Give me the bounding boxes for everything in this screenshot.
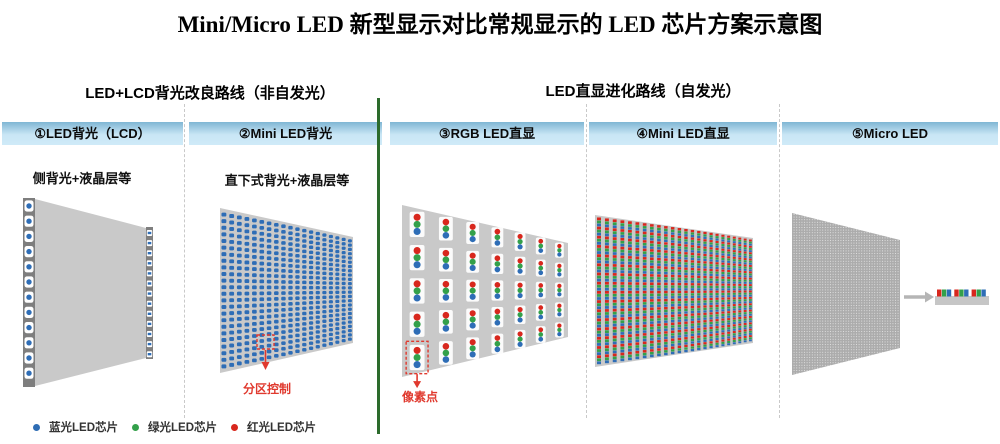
column-header-rgb-direct: ③RGB LED直显 <box>390 122 584 145</box>
legend-item-red: 红光LED芯片 <box>231 419 316 435</box>
pixel-highlight-box <box>405 340 429 375</box>
column-divider-4 <box>779 104 780 418</box>
column-header-led-backlight: ①LED背光（LCD） <box>2 122 183 145</box>
legend-label-blue: 蓝光LED芯片 <box>49 422 118 434</box>
pixel-detail-base <box>935 296 989 305</box>
direct-backlight-label: 直下式背光+液晶层等 <box>224 173 350 188</box>
zoom-arrow-icon <box>904 291 934 303</box>
legend: 蓝光LED芯片 绿光LED芯片 红光LED芯片 <box>33 419 316 435</box>
pixel-point-label: 像素点 <box>401 390 438 404</box>
column-divider-1 <box>184 104 185 418</box>
legend-item-blue: 蓝光LED芯片 <box>33 419 118 435</box>
right-route-title: LED直显进化路线（自发光） <box>545 83 741 100</box>
green-led-dot-icon <box>132 423 139 431</box>
route-divider-line <box>377 98 380 434</box>
edge-backlight-panel <box>23 198 153 387</box>
column-header-miniled-direct: ④Mini LED直显 <box>589 122 777 145</box>
column-divider-3 <box>586 104 587 418</box>
miniled-direct-panel <box>595 215 753 367</box>
edge-backlight-label: 侧背光+液晶层等 <box>32 171 132 186</box>
legend-label-red: 红光LED芯片 <box>247 422 316 434</box>
blue-led-dot-icon <box>33 423 40 431</box>
legend-label-green: 绿光LED芯片 <box>148 422 217 434</box>
miniled-backlight-panel <box>220 208 353 373</box>
diagram-title: Mini/Micro LED 新型显示对比常规显示的 LED 芯片方案示意图 <box>177 12 823 37</box>
microled-panel <box>792 213 989 375</box>
column-header-microled: ⑤Micro LED <box>782 122 998 145</box>
red-led-dot-icon <box>231 423 238 431</box>
legend-item-green: 绿光LED芯片 <box>132 419 217 435</box>
left-route-title: LED+LCD背光改良路线（非自发光） <box>85 85 335 102</box>
partition-highlight-box <box>256 334 275 350</box>
column-header-miniled-backlight: ②Mini LED背光 <box>189 122 382 145</box>
partition-arrow-icon <box>261 350 270 370</box>
partition-control-label: 分区控制 <box>242 382 291 396</box>
pixel-arrow-icon <box>413 374 422 389</box>
rgb-direct-panel <box>402 205 568 389</box>
